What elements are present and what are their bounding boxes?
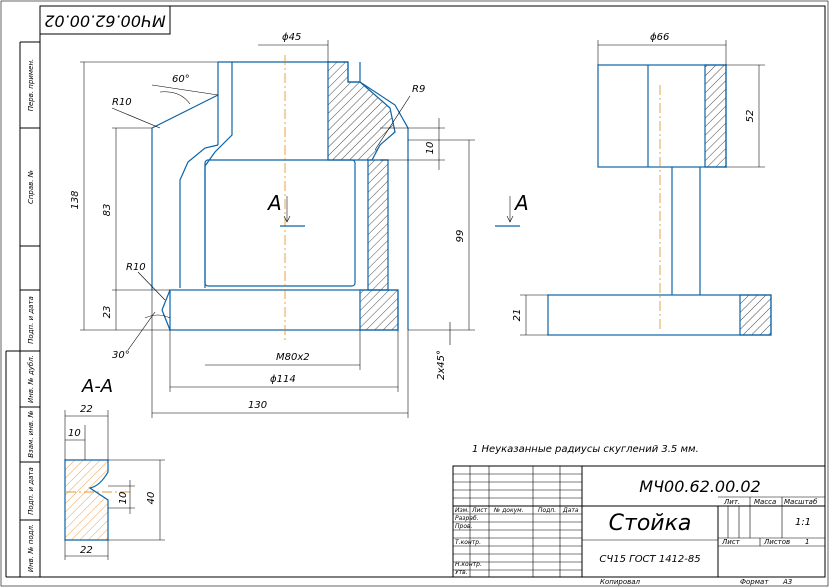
section-marker-right: А xyxy=(513,191,529,215)
format-label: Формат xyxy=(740,578,769,586)
tb-row-nkontr: Н.контр. xyxy=(455,561,482,568)
stamp-label-perv: Перв. примен. xyxy=(27,59,35,112)
dim-99: 99 xyxy=(455,230,466,243)
dim-phi114: ϕ114 xyxy=(270,374,296,385)
drawing-frame xyxy=(39,5,826,578)
section-a-a-profile xyxy=(64,459,109,541)
dim-angle-60: 60° xyxy=(172,74,190,85)
side-hatch-top xyxy=(704,64,727,168)
side-view: А xyxy=(495,64,772,336)
stamp-label-inv-dubl: Инв. № дубл. xyxy=(27,355,35,403)
stamp-label-podp2: Подп. и дата xyxy=(27,467,35,515)
dim-thread: M80x2 xyxy=(276,352,310,363)
tb-col-list: Лист xyxy=(471,507,488,514)
rotated-designation-box: МЧ00.62.00.02 xyxy=(39,5,171,35)
stamp-label-podp1: Подп. и дата xyxy=(27,296,35,344)
section-label: А-А xyxy=(81,376,113,397)
front-view: А xyxy=(151,55,409,340)
dim-s10-top: 10 xyxy=(68,428,81,439)
tb-row-prov: Пров. xyxy=(455,523,473,530)
tb-col-podp: Подп. xyxy=(538,507,556,514)
dim-10-top: 10 xyxy=(425,142,436,155)
dim-s40: 40 xyxy=(146,492,157,505)
dim-r9: R9 xyxy=(412,84,425,95)
dim-83: 83 xyxy=(102,204,113,217)
format-value: А3 xyxy=(782,578,792,586)
tb-row-tkontr: Т.контр. xyxy=(455,539,481,546)
tb-col-data: Дата xyxy=(562,507,579,514)
front-dimensions: 138 83 23 R10 60° R10 30° ϕ45 R9 10 xyxy=(70,32,475,418)
tb-sheets-label: Листов xyxy=(763,538,790,546)
dim-r10-top: R10 xyxy=(112,97,132,108)
tb-col-dokum: № докум. xyxy=(493,507,524,514)
tb-scale-value: 1:1 xyxy=(795,517,811,528)
section-a-a: А-А 22 10 10 40 22 xyxy=(64,376,165,560)
dim-phi66: ϕ66 xyxy=(650,32,669,43)
dim-138: 138 xyxy=(70,190,81,209)
section-marker-left: А xyxy=(266,191,282,215)
section-hatch-web xyxy=(367,159,389,291)
tb-designation: МЧ00.62.00.02 xyxy=(639,477,760,496)
stamp-label-vzam: Взам. инв. № xyxy=(27,410,35,458)
tb-sheets-count: 1 xyxy=(805,538,809,546)
title-block: Изм. Лист № докум. Подп. Дата Разраб. Пр… xyxy=(452,465,826,586)
tb-mass-label: Масса xyxy=(754,498,776,506)
side-dimensions: ϕ66 52 21 xyxy=(512,32,765,336)
general-note: 1 Неуказанные радиусы скуглений 3.5 мм. xyxy=(472,444,699,455)
tb-scale-label: Масштаб xyxy=(784,498,818,506)
dim-21: 21 xyxy=(512,309,523,322)
dim-s22-top: 22 xyxy=(80,404,93,415)
section-hatch-base xyxy=(359,289,399,331)
side-stamp: Перв. примен. Справ. № Подп. и дата Инв.… xyxy=(5,41,40,578)
side-hatch-base xyxy=(739,294,772,336)
dim-23: 23 xyxy=(102,306,113,319)
stamp-label-sprav: Справ. № xyxy=(27,170,35,204)
tb-lit-label: Лит. xyxy=(723,498,740,506)
dim-angle-30: 30° xyxy=(112,350,130,361)
dim-r10-bottom: R10 xyxy=(126,262,146,273)
tb-row-utv: Утв. xyxy=(455,569,468,576)
rotated-designation-text: МЧ00.62.00.02 xyxy=(44,12,165,31)
dim-chamfer: 2x45° xyxy=(436,350,447,380)
stamp-label-inv-podl: Инв. № подл. xyxy=(27,524,35,572)
tb-row-razrab: Разраб. xyxy=(455,515,479,522)
tb-material: СЧ15 ГОСТ 1412-85 xyxy=(599,554,700,565)
dim-130: 130 xyxy=(248,400,267,411)
dim-s10-mid: 10 xyxy=(118,492,129,505)
tb-sheet-label: Лист xyxy=(721,538,741,546)
section-hatch-top xyxy=(327,61,396,161)
tb-col-izm: Изм. xyxy=(455,507,469,514)
tb-part-name: Стойка xyxy=(609,511,692,536)
dim-s22-bottom: 22 xyxy=(80,545,93,556)
copied-label: Копировал xyxy=(600,578,641,586)
dim-52: 52 xyxy=(745,110,756,123)
dim-phi45: ϕ45 xyxy=(282,32,301,43)
